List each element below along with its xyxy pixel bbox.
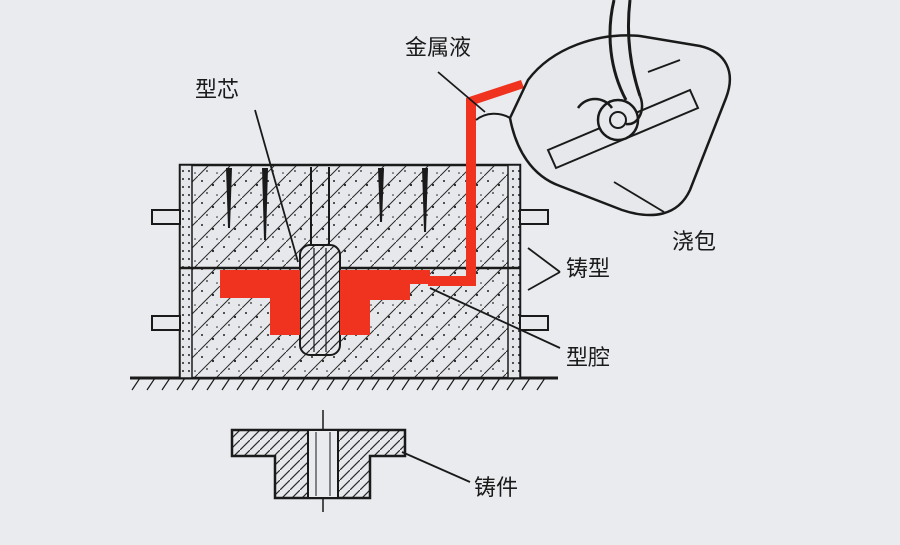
leader-cavity (429, 287, 561, 349)
casting (230, 410, 407, 512)
label-cavity: 型腔 (566, 346, 611, 371)
leader-ladle (613, 181, 665, 213)
leader-metal-liquid (437, 71, 486, 113)
leader-casting (401, 451, 471, 483)
label-casting: 铸件 (474, 476, 519, 501)
leader-mold-2 (527, 271, 561, 291)
label-mold: 铸型 (566, 257, 611, 282)
ladle (475, 0, 731, 217)
label-metal-liquid: 金属液 (405, 36, 472, 61)
ground (130, 376, 558, 391)
leader-mold-1 (527, 247, 561, 273)
molten-metal (220, 80, 524, 335)
leader-core (254, 109, 299, 263)
label-ladle: 浇包 (672, 230, 717, 255)
leader-lines (254, 71, 665, 483)
label-core: 型芯 (195, 78, 240, 103)
